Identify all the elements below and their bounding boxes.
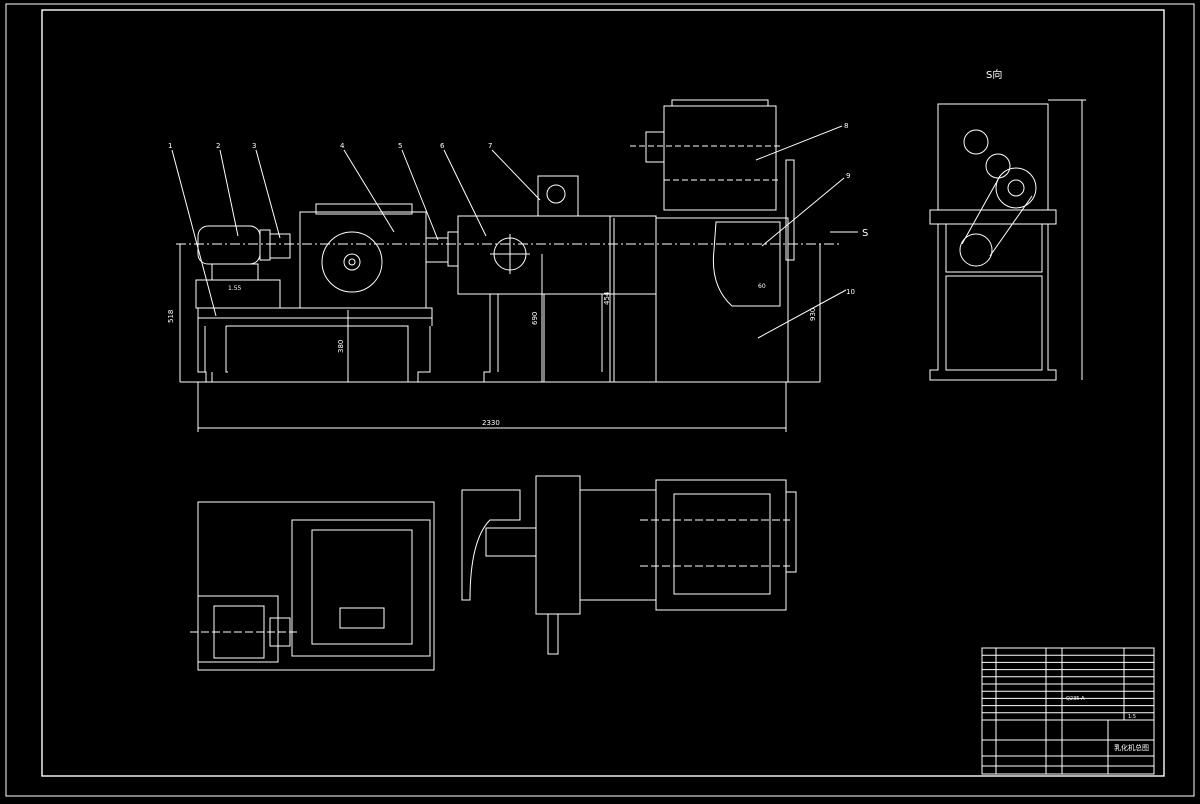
outlet-dim-label: 60 [758,283,766,290]
inner-frame-border [41,9,1165,777]
top-tube [579,489,657,601]
outer-sheet-border [5,3,1195,797]
leader-5 [401,149,439,241]
top-screw [485,527,537,557]
part-label-10: 10 [846,288,855,296]
dim-left-height-label: 518 [167,310,175,323]
body-legs [483,294,611,382]
material-label: Q235-A [1066,696,1085,702]
coupling [269,233,291,259]
part-number-labels: 1 2 3 4 5 6 7 8 9 10 [168,122,855,296]
hopper-7 [537,175,579,217]
leader-7 [491,149,541,201]
part-label-3: 3 [252,142,256,150]
leader-1 [171,149,217,317]
coupling-5-flange [447,231,459,267]
dim-overall-length-label: 2330 [482,419,500,427]
top-gearbox-inner [311,529,413,645]
side-view [929,99,1086,381]
top-tank-inner [673,493,771,595]
motor-body [197,225,261,265]
part-label-7: 7 [488,142,492,150]
coupling-5 [425,237,449,263]
drawing-title: 乳化机总图 [1114,743,1149,752]
leader-3 [255,149,281,239]
side-base [945,275,1043,371]
top-tank [655,479,787,611]
part-label-9: 9 [846,172,850,180]
part-label-4: 4 [340,142,345,150]
side-gear-4 [1007,179,1025,197]
leader-6 [443,149,487,237]
side-gear-1 [963,129,989,155]
gearbox-wheel [321,231,383,293]
leader-8 [755,125,843,161]
top-pump-block [535,475,581,615]
side-belt-2 [989,195,1033,257]
gearbox-top [315,203,413,215]
section-marker-s: S [862,228,868,239]
title-block-rows [982,654,1154,714]
motor-plate [195,279,281,309]
vessel-8-cap [671,99,769,107]
top-motor-mount [197,595,279,663]
outlet-opening [712,221,781,307]
front-view: 1.55 60 [167,99,858,432]
vessel-8 [663,105,777,211]
top-base-plate [197,501,435,671]
side-belt-1 [961,175,1001,245]
dim-right-height-label: 930 [809,308,817,321]
top-emulsifier-head [461,489,521,601]
top-gearbox [291,519,431,657]
dim-center-1-label: 380 [337,340,345,353]
scale-label: 1:5 [1128,714,1136,720]
gearbox-body [299,211,427,309]
side-vessel [937,103,1049,211]
leader-10 [757,289,847,339]
dim-center-2-label: 690 [531,312,539,325]
leader-4 [343,149,395,233]
hopper-7-hole [546,184,566,204]
side-gear-3 [995,167,1037,209]
part-label-2: 2 [216,142,220,150]
top-view [190,475,797,671]
gearbox-wheel-bore [348,258,356,266]
side-frame [945,223,1043,273]
side-pulley [959,233,993,267]
title-block-frame [981,647,1155,775]
top-side-plate [785,491,797,573]
part-label-5: 5 [398,142,402,150]
tank-10 [655,217,789,383]
motor-flange [259,229,271,261]
title-block [981,647,1155,775]
emulsifier-body [457,215,657,295]
view-label-s: S向 [986,68,1002,81]
part-label-8: 8 [844,122,848,130]
dim-center-3-label: 454 [603,291,611,305]
motor-mount [211,263,259,281]
base-frame [197,307,433,383]
top-pump-shaft [547,613,559,655]
gearbox-wheel-hub [343,253,361,271]
part-label-6: 6 [440,142,445,150]
leader-9 [761,177,845,247]
side-flange [929,209,1057,225]
top-nameplate [339,607,385,629]
part-label-1: 1 [168,142,172,150]
side-feet [929,224,1057,381]
side-gear-2 [985,153,1011,179]
vessel-8-motor-stub [645,131,665,163]
leader-2 [219,149,239,237]
motor-dim-label: 1.55 [228,285,242,292]
side-plate [785,159,795,261]
